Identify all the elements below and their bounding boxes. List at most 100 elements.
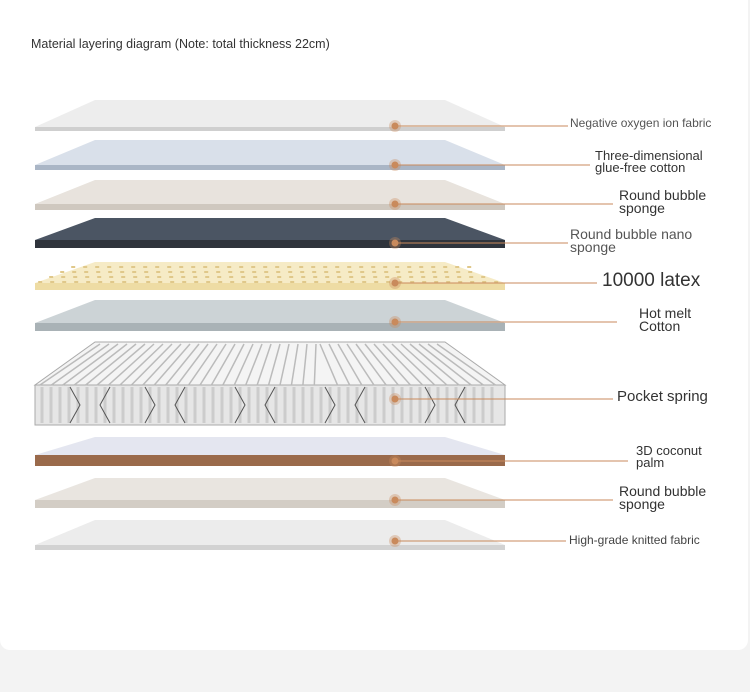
latex-hole [420,271,425,273]
latex-hole [194,281,199,283]
latex-hole [374,281,379,283]
spring-coil-top [418,343,472,386]
latex-hole [216,271,221,273]
latex-hole [71,266,76,268]
diagram-card: Material layering diagram (Note: total t… [0,0,748,650]
latex-hole [408,271,413,273]
latex-hole [348,271,353,273]
layer-label-line: Cotton [639,317,681,334]
marker-dot [391,239,399,247]
latex-hole [431,266,436,268]
spring-coil-top [373,343,411,386]
latex-hole [84,271,89,273]
latex-hole [169,276,174,278]
latex-hole [265,276,270,278]
layer-label-line: sponge [619,199,665,216]
latex-hole [95,266,100,268]
latex-hole [230,281,235,283]
latex-hole [180,271,185,273]
latex-hole [254,281,259,283]
latex-hole [229,276,234,278]
latex-hole [97,276,102,278]
latex-hole [326,281,331,283]
latex-hole [168,271,173,273]
latex-hole [482,281,487,283]
latex-hole [300,271,305,273]
latex-hole [62,281,67,283]
latex-hole [301,276,306,278]
diagram-title: Material layering diagram (Note: total t… [31,37,330,51]
latex-hole [361,276,366,278]
latex-hole [278,281,283,283]
latex-hole [467,266,472,268]
latex-hole [251,266,256,268]
spring-coil-top [355,343,387,386]
latex-hole [350,281,355,283]
spring-coil-top [290,343,299,386]
latex-hole [242,281,247,283]
latex-hole [182,281,187,283]
layer-label-line: palm [636,454,665,470]
layer-label-line: 3D coconut [636,443,702,458]
spring-coil-top [142,343,182,386]
spring-coil-top [85,343,137,386]
spring-coil-top [222,343,245,386]
spring-coil-top [391,343,436,386]
latex-hole [83,266,88,268]
marker-dot [391,161,399,169]
spring-coil-top [400,343,448,386]
layer-label-line: Pocket spring [617,388,708,405]
latex-hole [362,281,367,283]
latex-hole [240,271,245,273]
spring-coil-top [233,343,254,386]
latex-hole [409,276,414,278]
latex-hole [458,281,463,283]
layer-top-surface [35,478,505,500]
latex-hole [290,281,295,283]
layer-illustration [33,100,628,550]
latex-hole [85,276,90,278]
latex-hole [313,276,318,278]
latex-hole [277,276,282,278]
latex-hole [252,271,257,273]
marker-dot [391,496,399,504]
spring-coil-top [62,343,119,386]
layer-top-surface [35,180,505,204]
layer-top-surface [35,300,505,323]
spring-coil-top [199,343,227,386]
layer-label: 10000 latex [602,271,700,290]
latex-hole [347,266,352,268]
latex-hole [227,266,232,268]
latex-hole [96,271,101,273]
spring-coil-top [50,343,110,386]
latex-hole [275,266,280,268]
latex-hole [120,271,125,273]
spring-coil-top [130,343,173,386]
layer-label-line: sponge [570,238,616,255]
layer-label-line: glue-free cotton [595,159,686,175]
layer-top-surface [35,140,505,165]
latex-hole [397,276,402,278]
spring-wire [144,386,156,424]
layer-label-line: Round bubble nano [570,226,693,242]
latex-hole [338,281,343,283]
spring-wire [234,386,246,424]
latex-hole [218,281,223,283]
latex-hole [481,276,486,278]
latex-hole [302,281,307,283]
latex-hole [312,271,317,273]
latex-hole [289,276,294,278]
layer-edge [35,500,505,508]
latex-hole [276,271,281,273]
marker-dot [391,200,399,208]
spring-coil-top [108,343,155,386]
latex-hole [110,281,115,283]
latex-hole [299,266,304,268]
latex-hole [455,266,460,268]
layer-edge [35,240,505,248]
latex-hole [371,266,376,268]
latex-hole [433,276,438,278]
